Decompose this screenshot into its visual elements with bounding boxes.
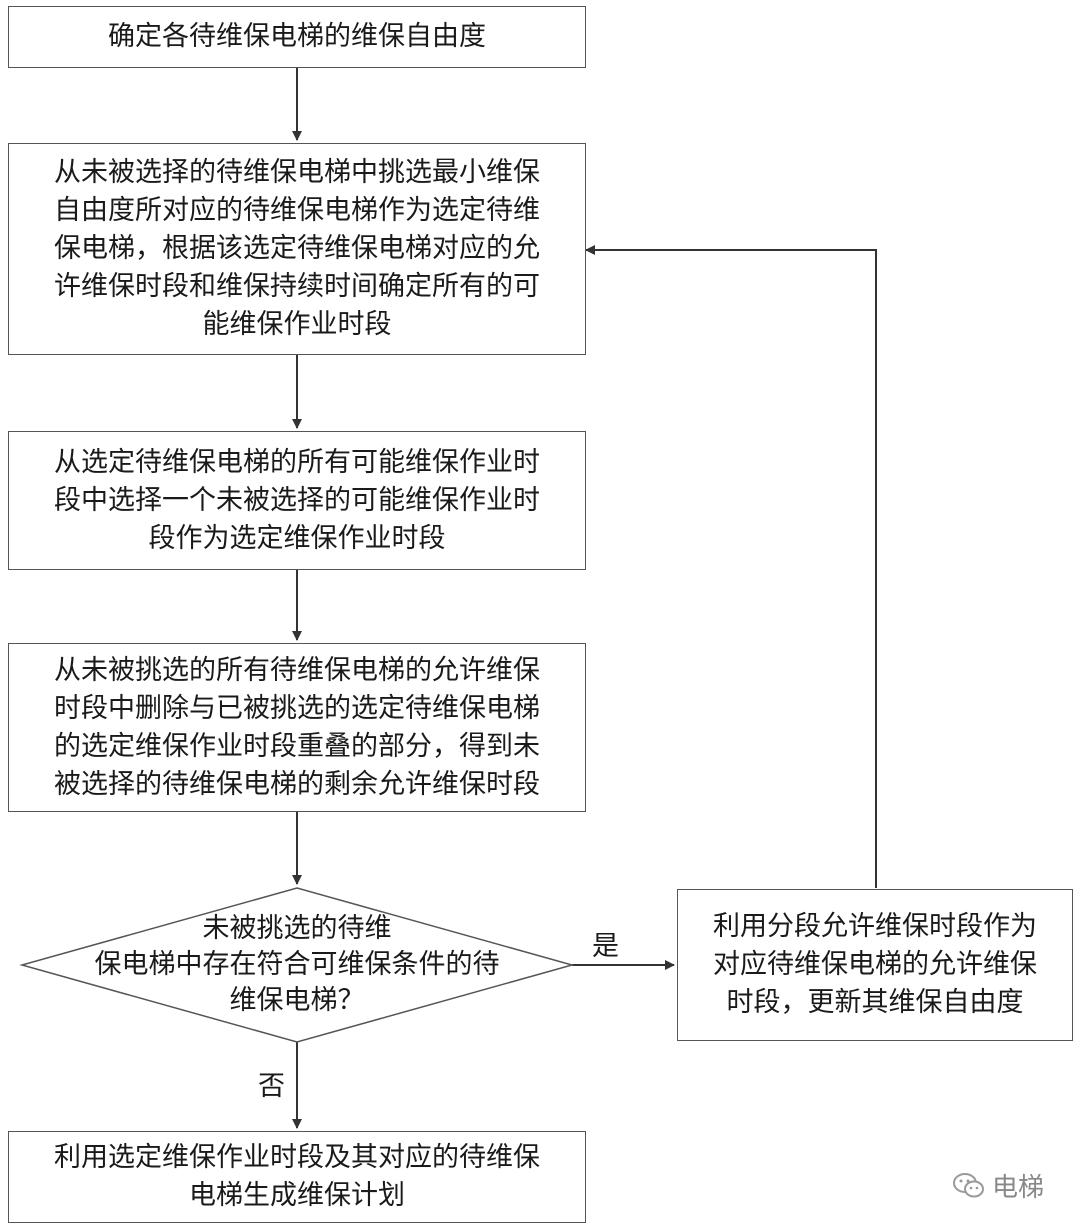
decision-diamond [19,887,575,1043]
step-select-min-freedom: 从未被选择的待维保电梯中挑选最小维保 自由度所对应的待维保电梯作为选定待维 保电… [8,143,586,355]
yes-label: 是 [592,931,619,962]
step-select-period: 从选定待维保电梯的所有可能维保作业时 段中选择一个未被选择的可能维保作业时 段作… [8,431,586,570]
watermark-text: 电梯 [991,1173,1044,1203]
step-remove-overlap: 从未被挑选的所有待维保电梯的允许维保 时段中删除与已被挑选的选定待维保电梯 的选… [8,643,586,812]
step-generate-plan: 利用选定维保作业时段及其对应的待维保 电梯生成维保计划 [8,1131,586,1223]
step-determine-freedom: 确定各待维保电梯的维保自由度 [8,6,586,68]
step-update-freedom: 利用分段允许维保时段作为 对应待维保电梯的允许维保 时段，更新其维保自由度 [677,889,1073,1041]
watermark: 电梯 [952,1167,1044,1204]
wechat-icon [952,1172,984,1197]
decision-text: 未被挑选的待维 保电梯中存在符合可维保条件的待 维保电梯？ [94,913,500,1016]
arrow-side-loop [585,245,877,888]
no-label: 否 [258,1071,285,1102]
